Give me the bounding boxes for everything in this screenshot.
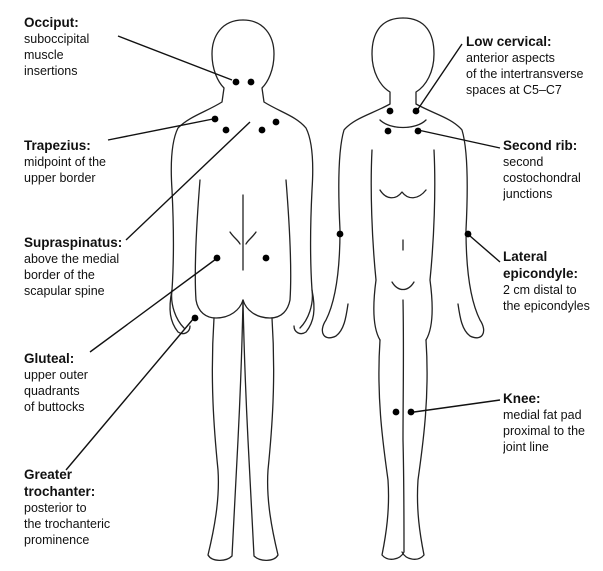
label-low-cervical: Low cervical: anterior aspects of the in… — [466, 33, 603, 98]
point-low-cervical-right — [413, 108, 420, 115]
leader-supraspinatus — [126, 122, 250, 240]
label-gluteal-title: Gluteal: — [24, 350, 88, 367]
point-trapezius-right — [273, 119, 280, 126]
point-knee-right — [408, 409, 415, 416]
point-knee-left — [393, 409, 400, 416]
front-view-figure — [322, 18, 483, 559]
point-occiput-left — [233, 79, 240, 86]
leader-occiput — [118, 36, 232, 80]
label-trochanter-title: Greater trochanter: — [24, 466, 110, 500]
label-occiput-desc: suboccipital muscle insertions — [24, 31, 89, 79]
label-second-rib: Second rib: second costochondral junctio… — [503, 137, 603, 202]
leader-second-rib — [418, 130, 500, 148]
point-trapezius-left — [212, 116, 219, 123]
tender-points — [192, 79, 472, 416]
label-second-rib-desc: second costochondral junctions — [503, 154, 603, 202]
leader-trapezius — [108, 119, 213, 140]
point-gluteal-left — [214, 255, 221, 262]
back-view-figure — [170, 20, 314, 560]
label-epicondyle-title: Lateral epicondyle: — [503, 248, 603, 282]
point-trochanter-left — [192, 315, 199, 322]
point-supraspinatus-left — [223, 127, 230, 134]
label-epicondyle-desc: 2 cm distal to the epicondyles — [503, 282, 603, 314]
label-knee: Knee: medial fat pad proximal to the joi… — [503, 390, 603, 455]
label-epicondyle: Lateral epicondyle: 2 cm distal to the e… — [503, 248, 603, 314]
leader-lines — [66, 36, 500, 470]
leader-low-cervical — [416, 44, 462, 112]
point-supraspinatus-right — [259, 127, 266, 134]
label-low-cervical-desc: anterior aspects of the intertransverse … — [466, 50, 603, 98]
label-supraspinatus-desc: above the medial border of the scapular … — [24, 251, 122, 299]
point-epicondyle-left — [337, 231, 344, 238]
label-trapezius: Trapezius: midpoint of the upper border — [24, 137, 106, 186]
point-gluteal-right — [263, 255, 270, 262]
point-second-rib-left — [385, 128, 392, 135]
label-trochanter-desc: posterior to the trochanteric prominence — [24, 500, 110, 548]
label-occiput-title: Occiput: — [24, 14, 89, 31]
label-occiput: Occiput: suboccipital muscle insertions — [24, 14, 89, 79]
point-low-cervical-left — [387, 108, 394, 115]
label-gluteal: Gluteal: upper outer quadrants of buttoc… — [24, 350, 88, 415]
label-supraspinatus-title: Supraspinatus: — [24, 234, 122, 251]
label-supraspinatus: Supraspinatus: above the medial border o… — [24, 234, 122, 299]
label-knee-title: Knee: — [503, 390, 603, 407]
label-trapezius-title: Trapezius: — [24, 137, 106, 154]
point-epicondyle-right — [465, 231, 472, 238]
point-occiput-right — [248, 79, 255, 86]
point-second-rib-right — [415, 128, 422, 135]
label-trochanter: Greater trochanter: posterior to the tro… — [24, 466, 110, 548]
label-gluteal-desc: upper outer quadrants of buttocks — [24, 367, 88, 415]
label-trapezius-desc: midpoint of the upper border — [24, 154, 106, 186]
label-knee-desc: medial fat pad proximal to the joint lin… — [503, 407, 603, 455]
leader-epicondyle — [470, 236, 500, 262]
label-low-cervical-title: Low cervical: — [466, 33, 603, 50]
label-second-rib-title: Second rib: — [503, 137, 603, 154]
